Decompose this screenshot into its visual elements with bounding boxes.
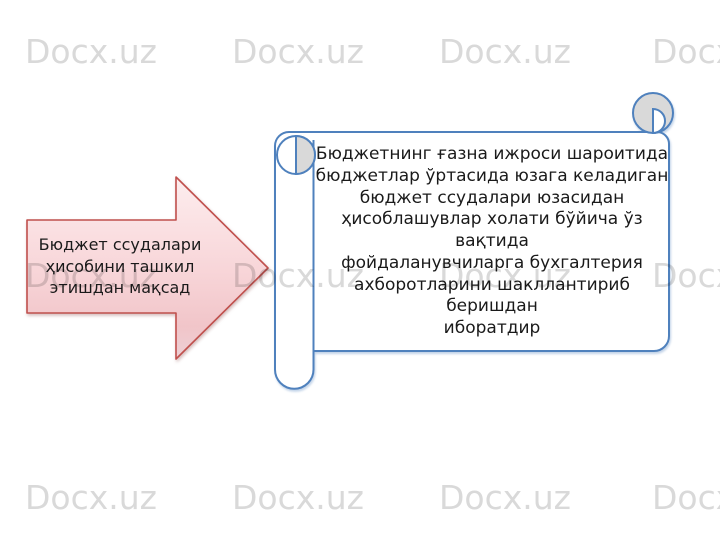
watermark-text: Docx.uz [232,478,364,517]
watermark-text: Docx.uz [439,32,571,71]
watermark-text: Docx.uz [652,32,720,71]
arrow-label: Бюджет ссудалари ҳисобини ташкил этишдан… [38,235,202,298]
scroll-top-curl-page [652,107,666,135]
watermark-text: Docx.uz [232,32,364,71]
scroll-top-curl-circle [632,92,674,134]
watermark-text: Docx.uz [439,478,571,517]
watermark-text: Docx.uz [25,32,157,71]
scroll-top-right-curl-icon [632,92,674,135]
watermark-text: Docx.uz [25,478,157,517]
scroll-text: Бюджетнинг ғазна ижроси шароитида бюджет… [315,144,669,338]
watermark-text: Docx.uz [652,478,720,517]
